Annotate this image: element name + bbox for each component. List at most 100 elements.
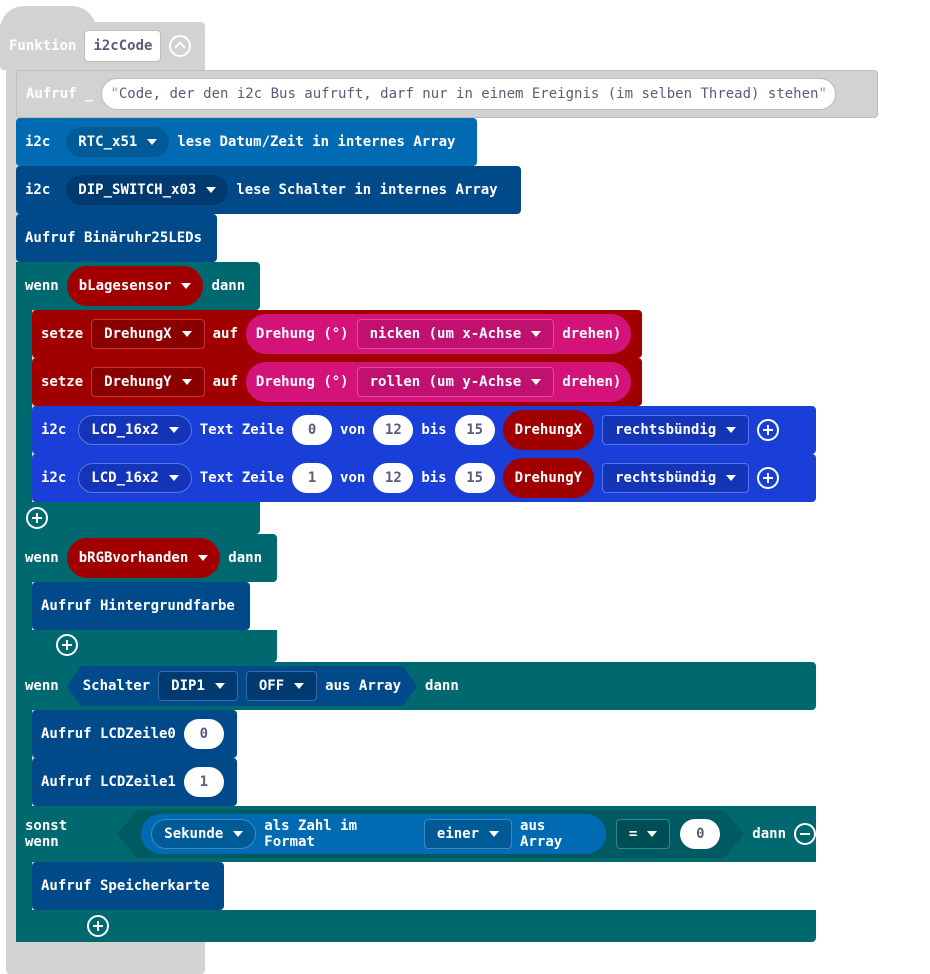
lcd-var-reporter[interactable]: DrehungX: [502, 410, 595, 450]
expand-plus-icon[interactable]: [757, 419, 780, 441]
lcd-row0-block[interactable]: i2c LCD_16x2 Text Zeile 0 von 12 bis 15 …: [32, 406, 816, 454]
lcd-to-input[interactable]: 15: [454, 463, 495, 493]
lcd-device-dropdown[interactable]: LCD_16x2: [78, 463, 192, 493]
drehung-reporter[interactable]: Drehung (°) rollen (um y-Achse drehen): [245, 362, 632, 402]
if3-footer: [16, 910, 816, 942]
set-var-label: DrehungY: [104, 374, 172, 390]
i2c-prefix: i2c: [25, 134, 51, 150]
lcdzeile0-arg[interactable]: 0: [183, 719, 224, 749]
remove-minus-icon[interactable]: [794, 823, 816, 845]
operator-dropdown[interactable]: =: [616, 819, 670, 849]
setze-label: setze: [41, 326, 84, 342]
axis-label: rollen (um y-Achse: [369, 374, 522, 390]
if2-variable-label: bRGBvorhanden: [78, 550, 189, 566]
unit-label: Sekunde: [164, 826, 224, 842]
axis-label: nicken (um x-Achse: [369, 326, 522, 342]
drehen-label: drehen): [562, 374, 622, 390]
i2c-rtc-block[interactable]: i2c RTC_x51 lese Datum/Zeit in internes …: [16, 118, 477, 166]
call-binaeruhr-label: Aufruf Binäruhr25LEDs: [25, 230, 203, 246]
if3-header[interactable]: wenn Schalter DIP1 OFF aus Array dann: [16, 662, 816, 710]
unit-dropdown[interactable]: Sekunde: [151, 819, 256, 849]
function-name-field[interactable]: i2cCode: [84, 30, 162, 62]
lcdzeile1-arg[interactable]: 1: [183, 767, 224, 797]
else-if-row[interactable]: sonst wenn Sekunde als Zahl im Format ei…: [16, 806, 816, 862]
rtc-device-dropdown[interactable]: RTC_x51: [66, 127, 170, 157]
set-var-dropdown[interactable]: DrehungY: [91, 367, 205, 397]
lcd-text-label: Text Zeile: [199, 470, 285, 486]
set-drehungy-block[interactable]: setze DrehungY auf Drehung (°) rollen (u…: [32, 358, 642, 406]
lcd-row1-block[interactable]: i2c LCD_16x2 Text Zeile 1 von 12 bis 15 …: [32, 454, 816, 502]
compare-condition[interactable]: Sekunde als Zahl im Format einer aus Arr…: [117, 810, 744, 858]
collapse-icon[interactable]: [169, 35, 192, 57]
dip-device-dropdown[interactable]: DIP_SWITCH_x03: [66, 175, 229, 205]
if3-dann: dann: [425, 678, 459, 694]
if2-variable-dropdown[interactable]: bRGBvorhanden: [66, 538, 221, 578]
quote-close: ": [818, 86, 827, 102]
expand-plus-icon[interactable]: [757, 467, 780, 489]
format-dropdown[interactable]: einer: [424, 819, 512, 849]
lcd-align-dropdown[interactable]: rechtsbündig: [602, 463, 750, 493]
dip-device-label: DIP_SWITCH_x03: [78, 182, 197, 198]
set-drehungx-block[interactable]: setze DrehungX auf Drehung (°) nicken (u…: [32, 310, 642, 358]
lcd-var-reporter[interactable]: DrehungY: [502, 458, 595, 498]
lcd-row-input[interactable]: 0: [292, 415, 333, 445]
schalter-condition[interactable]: Schalter DIP1 OFF aus Array: [67, 666, 417, 706]
comment-text: Code, der den i2c Bus aufruft, darf nur …: [118, 86, 819, 102]
call-binaeruhr-block[interactable]: Aufruf Binäruhr25LEDs: [16, 214, 217, 262]
aus-array-label: aus Array: [520, 818, 563, 850]
call-speicherkarte-block[interactable]: Aufruf Speicherkarte: [32, 862, 224, 910]
operator-label: =: [628, 826, 638, 842]
lcd-prefix: i2c: [41, 422, 67, 438]
lcd-device-label: LCD_16x2: [91, 470, 159, 486]
if2-footer: [16, 630, 277, 662]
lcd-von: von: [340, 422, 366, 438]
drehen-label: drehen): [562, 326, 622, 342]
dip-suffix: lese Schalter in internes Array: [236, 182, 498, 198]
lcd-align-label: rechtsbündig: [615, 470, 717, 486]
if3-wenn: wenn: [25, 678, 59, 694]
call-speicherkarte-label: Aufruf Speicherkarte: [41, 878, 210, 894]
if1-header[interactable]: wenn bLagesensor dann: [16, 262, 260, 310]
lcd-align-dropdown[interactable]: rechtsbündig: [602, 415, 750, 445]
i2c-dip-block[interactable]: i2c DIP_SWITCH_x03 lese Schalter in inte…: [16, 166, 521, 214]
call-comment-block[interactable]: Aufruf _ " Code, der den i2c Bus aufruft…: [16, 70, 878, 118]
call-comment-label: Aufruf _: [26, 86, 94, 102]
call-lcdzeile1-block[interactable]: Aufruf LCDZeile1 1: [32, 758, 237, 806]
compare-value-input[interactable]: 0: [680, 819, 720, 849]
if2-add-plus-icon[interactable]: [56, 634, 79, 656]
state-dropdown[interactable]: OFF: [246, 671, 317, 701]
dip-label: DIP1: [171, 678, 205, 694]
set-var-dropdown[interactable]: DrehungX: [91, 319, 205, 349]
if3-add-plus-icon[interactable]: [86, 915, 109, 937]
function-header[interactable]: Funktion i2cCode: [9, 30, 192, 62]
set-var-label: DrehungX: [104, 326, 172, 342]
lcd-device-dropdown[interactable]: LCD_16x2: [78, 415, 192, 445]
axis-dropdown[interactable]: nicken (um x-Achse: [356, 319, 555, 349]
call-lcdzeile0-block[interactable]: Aufruf LCDZeile0 0: [32, 710, 237, 758]
function-name-text: i2cCode: [93, 38, 153, 54]
lcd-row-input[interactable]: 1: [292, 463, 333, 493]
function-label: Funktion: [9, 38, 77, 54]
lcd-align-label: rechtsbündig: [615, 422, 717, 438]
format-label: einer: [436, 826, 480, 842]
drehung-reporter[interactable]: Drehung (°) nicken (um x-Achse drehen): [245, 314, 632, 354]
i2c-prefix: i2c: [25, 182, 51, 198]
setze-label: setze: [41, 374, 84, 390]
lcd-from-input[interactable]: 12: [373, 415, 414, 445]
state-label: OFF: [258, 678, 285, 694]
axis-dropdown[interactable]: rollen (um y-Achse: [356, 367, 555, 397]
zahl-reporter[interactable]: Sekunde als Zahl im Format einer aus Arr…: [141, 814, 606, 854]
drehung-label: Drehung (°): [255, 326, 349, 342]
if2-header[interactable]: wenn bRGBvorhanden dann: [16, 534, 277, 582]
if1-add-plus-icon[interactable]: [26, 507, 48, 529]
auf-label: auf: [212, 326, 238, 342]
call-hintergrundfarbe-block[interactable]: Aufruf Hintergrundfarbe: [32, 582, 250, 630]
schalter-label: Schalter: [82, 678, 151, 694]
comment-string-field[interactable]: " Code, der den i2c Bus aufruft, darf nu…: [101, 78, 836, 110]
dip-dropdown[interactable]: DIP1: [158, 671, 238, 701]
sonst-wenn-label: sonst wenn: [25, 818, 68, 850]
if1-footer: [16, 502, 260, 534]
lcd-to-input[interactable]: 15: [454, 415, 495, 445]
lcd-from-input[interactable]: 12: [373, 463, 414, 493]
if1-variable-dropdown[interactable]: bLagesensor: [66, 266, 204, 306]
